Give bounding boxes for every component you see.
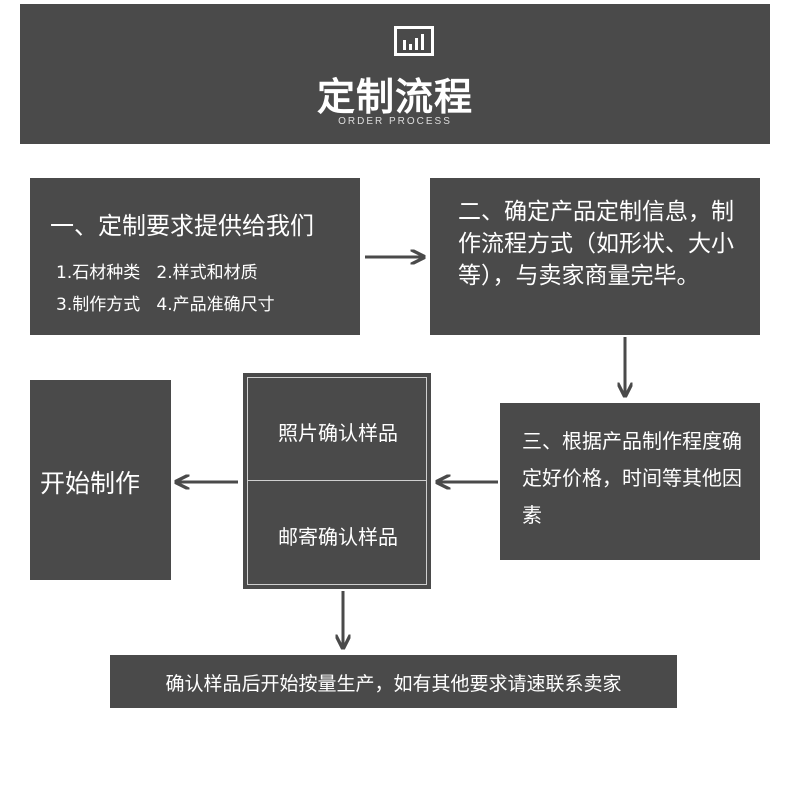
header-banner: 定制流程 ORDER PROCESS [20,4,770,144]
page-title: 定制流程 [316,75,473,119]
final-note-text: 确认样品后开始按量生产，如有其他要求请速联系卖家 [165,673,622,695]
step-3-text: 三、根据产品制作程度确定好价格，时间等其他因素 [522,429,742,527]
sample-confirm-box: 照片确认样品 邮寄确认样品 [243,373,431,589]
confirm-divider [248,480,426,481]
step-3-box: 三、根据产品制作程度确定好价格，时间等其他因素 [500,403,760,560]
start-production-box: 开始制作 [30,380,171,580]
step-1-line-2: 3.制作方式 4.产品准确尺寸 [56,295,275,315]
step-1-box: 一、定制要求提供给我们 1.石材种类 2.样式和材质 3.制作方式 4.产品准确… [30,178,360,335]
start-production-text: 开始制作 [40,469,141,498]
step-1-line-1: 1.石材种类 2.样式和材质 [56,263,258,283]
bar-chart-icon [394,26,434,56]
mail-confirm-label: 邮寄确认样品 [278,525,398,549]
step-1-title: 一、定制要求提供给我们 [50,212,314,240]
step-2-box: 二、确定产品定制信息，制作流程方式（如形状、大小等），与卖家商量完毕。 [430,178,760,335]
step-2-text: 二、确定产品定制信息，制作流程方式（如形状、大小等），与卖家商量完毕。 [458,199,734,289]
final-note-box: 确认样品后开始按量生产，如有其他要求请速联系卖家 [110,655,677,708]
page-subtitle: ORDER PROCESS [338,116,452,127]
photo-confirm-label: 照片确认样品 [278,421,398,445]
